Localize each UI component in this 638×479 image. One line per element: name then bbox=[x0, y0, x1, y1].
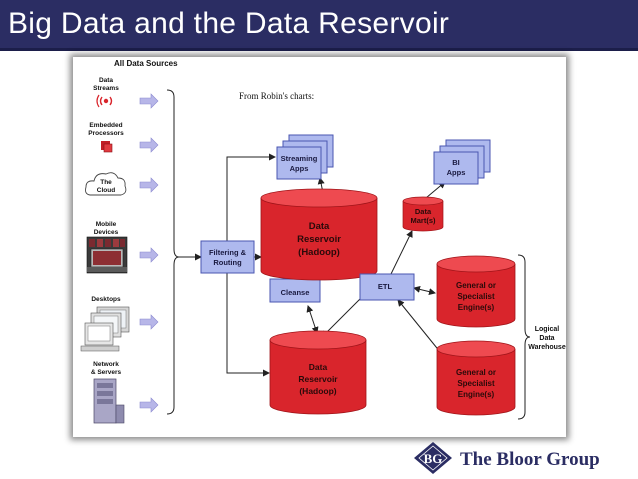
source-label-line: Devices bbox=[94, 229, 119, 236]
source-label-line: Cloud bbox=[97, 187, 115, 194]
cleanse-box: Cleanse bbox=[269, 278, 321, 303]
source-mobile-devices: Mobile Devices bbox=[86, 221, 128, 274]
warehouse-label-line: Logical bbox=[535, 326, 560, 333]
reservoir-bottom-label-line: Data bbox=[309, 362, 328, 372]
streaming-label-line: Streaming bbox=[281, 154, 318, 163]
logical-data-warehouse-label: Logical Data Warehouse bbox=[528, 326, 566, 351]
signal-icon bbox=[96, 94, 113, 108]
engine-top-label-line: Engine(s) bbox=[458, 303, 495, 312]
engine-top-label-line: Specialist bbox=[457, 292, 495, 301]
warehouse-label-line: Data bbox=[539, 335, 554, 342]
warehouse-label-line: Warehouse bbox=[528, 344, 566, 351]
chip-icon bbox=[101, 141, 113, 153]
cloud-icon bbox=[85, 172, 127, 196]
source-label-line: Network bbox=[93, 361, 119, 368]
slide-title: Big Data and the Data Reservoir bbox=[8, 7, 450, 40]
engine-bottom-label-line: Specialist bbox=[457, 379, 495, 388]
desktop-icon bbox=[80, 306, 130, 352]
source-label-line: & Servers bbox=[91, 369, 122, 376]
engine-bottom-label-line: General or bbox=[456, 368, 496, 377]
source-label-line: Processors bbox=[88, 130, 124, 137]
source-label-line: Desktops bbox=[91, 296, 121, 303]
engine-bottom-label-line: Engine(s) bbox=[458, 390, 495, 399]
diagram-panel: All Data Sources Data Streams Embedded P… bbox=[73, 57, 566, 437]
title-bar: Big Data and the Data Reservoir bbox=[0, 0, 638, 48]
streaming-label-line: Apps bbox=[290, 164, 309, 173]
engine-bottom: General or Specialist Engine(s) bbox=[436, 340, 516, 416]
source-data-streams: Data Streams bbox=[93, 77, 119, 108]
bg-monogram-text: BG bbox=[424, 451, 443, 466]
reservoir-bottom-label-line: Reservoir bbox=[298, 374, 338, 384]
data-mart-label-line: Data bbox=[415, 207, 432, 216]
sources-header: All Data Sources bbox=[114, 59, 178, 68]
cleanse-label: Cleanse bbox=[281, 288, 310, 297]
source-the-cloud: The Cloud bbox=[85, 172, 127, 196]
reservoir-top-label-line: Reservoir bbox=[297, 234, 341, 245]
bi-apps-box: BI Apps bbox=[433, 139, 491, 185]
source-embedded-processors: Embedded Processors bbox=[88, 122, 124, 153]
filtering-routing-box: Filtering & Routing bbox=[200, 240, 255, 274]
data-reservoir-diagram: All Data Sources Data Streams Embedded P… bbox=[80, 59, 566, 424]
source-label-line: The bbox=[100, 179, 112, 186]
engine-top-label-line: General or bbox=[456, 281, 496, 290]
sources-bracket bbox=[166, 89, 180, 415]
server-icon bbox=[93, 378, 125, 424]
source-arrows bbox=[139, 93, 159, 413]
mobile-devices-icon bbox=[86, 236, 128, 274]
reservoir-bottom-label-line: (Hadoop) bbox=[299, 386, 336, 396]
title-underline bbox=[0, 48, 638, 51]
source-label-line: Streams bbox=[93, 85, 119, 92]
data-reservoir-top: Data Reservoir (Hadoop) bbox=[260, 188, 378, 281]
bi-label-line: BI bbox=[452, 158, 460, 167]
source-desktops: Desktops bbox=[80, 296, 130, 352]
data-mart-label-line: Mart(s) bbox=[410, 216, 436, 225]
source-label-line: Data bbox=[99, 77, 113, 84]
etl-label: ETL bbox=[378, 282, 393, 291]
data-reservoir-bottom: Data Reservoir (Hadoop) bbox=[269, 330, 367, 415]
streaming-apps-box: Streaming Apps bbox=[276, 134, 334, 180]
connectors bbox=[226, 153, 446, 377]
reservoir-top-label-line: Data bbox=[309, 221, 330, 232]
data-mart: Data Mart(s) bbox=[402, 196, 444, 232]
warehouse-bracket bbox=[517, 254, 531, 420]
bi-label-line: Apps bbox=[447, 168, 466, 177]
source-note: From Robin's charts: bbox=[239, 91, 314, 101]
source-label-line: Mobile bbox=[96, 221, 117, 228]
engine-top: General or Specialist Engine(s) bbox=[436, 255, 516, 328]
etl-box: ETL bbox=[359, 273, 415, 301]
bloor-group-logo: BG The Bloor Group bbox=[414, 442, 600, 474]
reservoir-top-label-line: (Hadoop) bbox=[298, 247, 340, 258]
filtering-label-line: Routing bbox=[213, 258, 242, 267]
source-label-line: Embedded bbox=[89, 122, 122, 129]
filtering-label-line: Filtering & bbox=[209, 248, 247, 257]
bg-monogram-icon: BG bbox=[414, 442, 452, 474]
source-network-servers: Network & Servers bbox=[91, 361, 125, 424]
brand-name: The Bloor Group bbox=[460, 449, 600, 470]
